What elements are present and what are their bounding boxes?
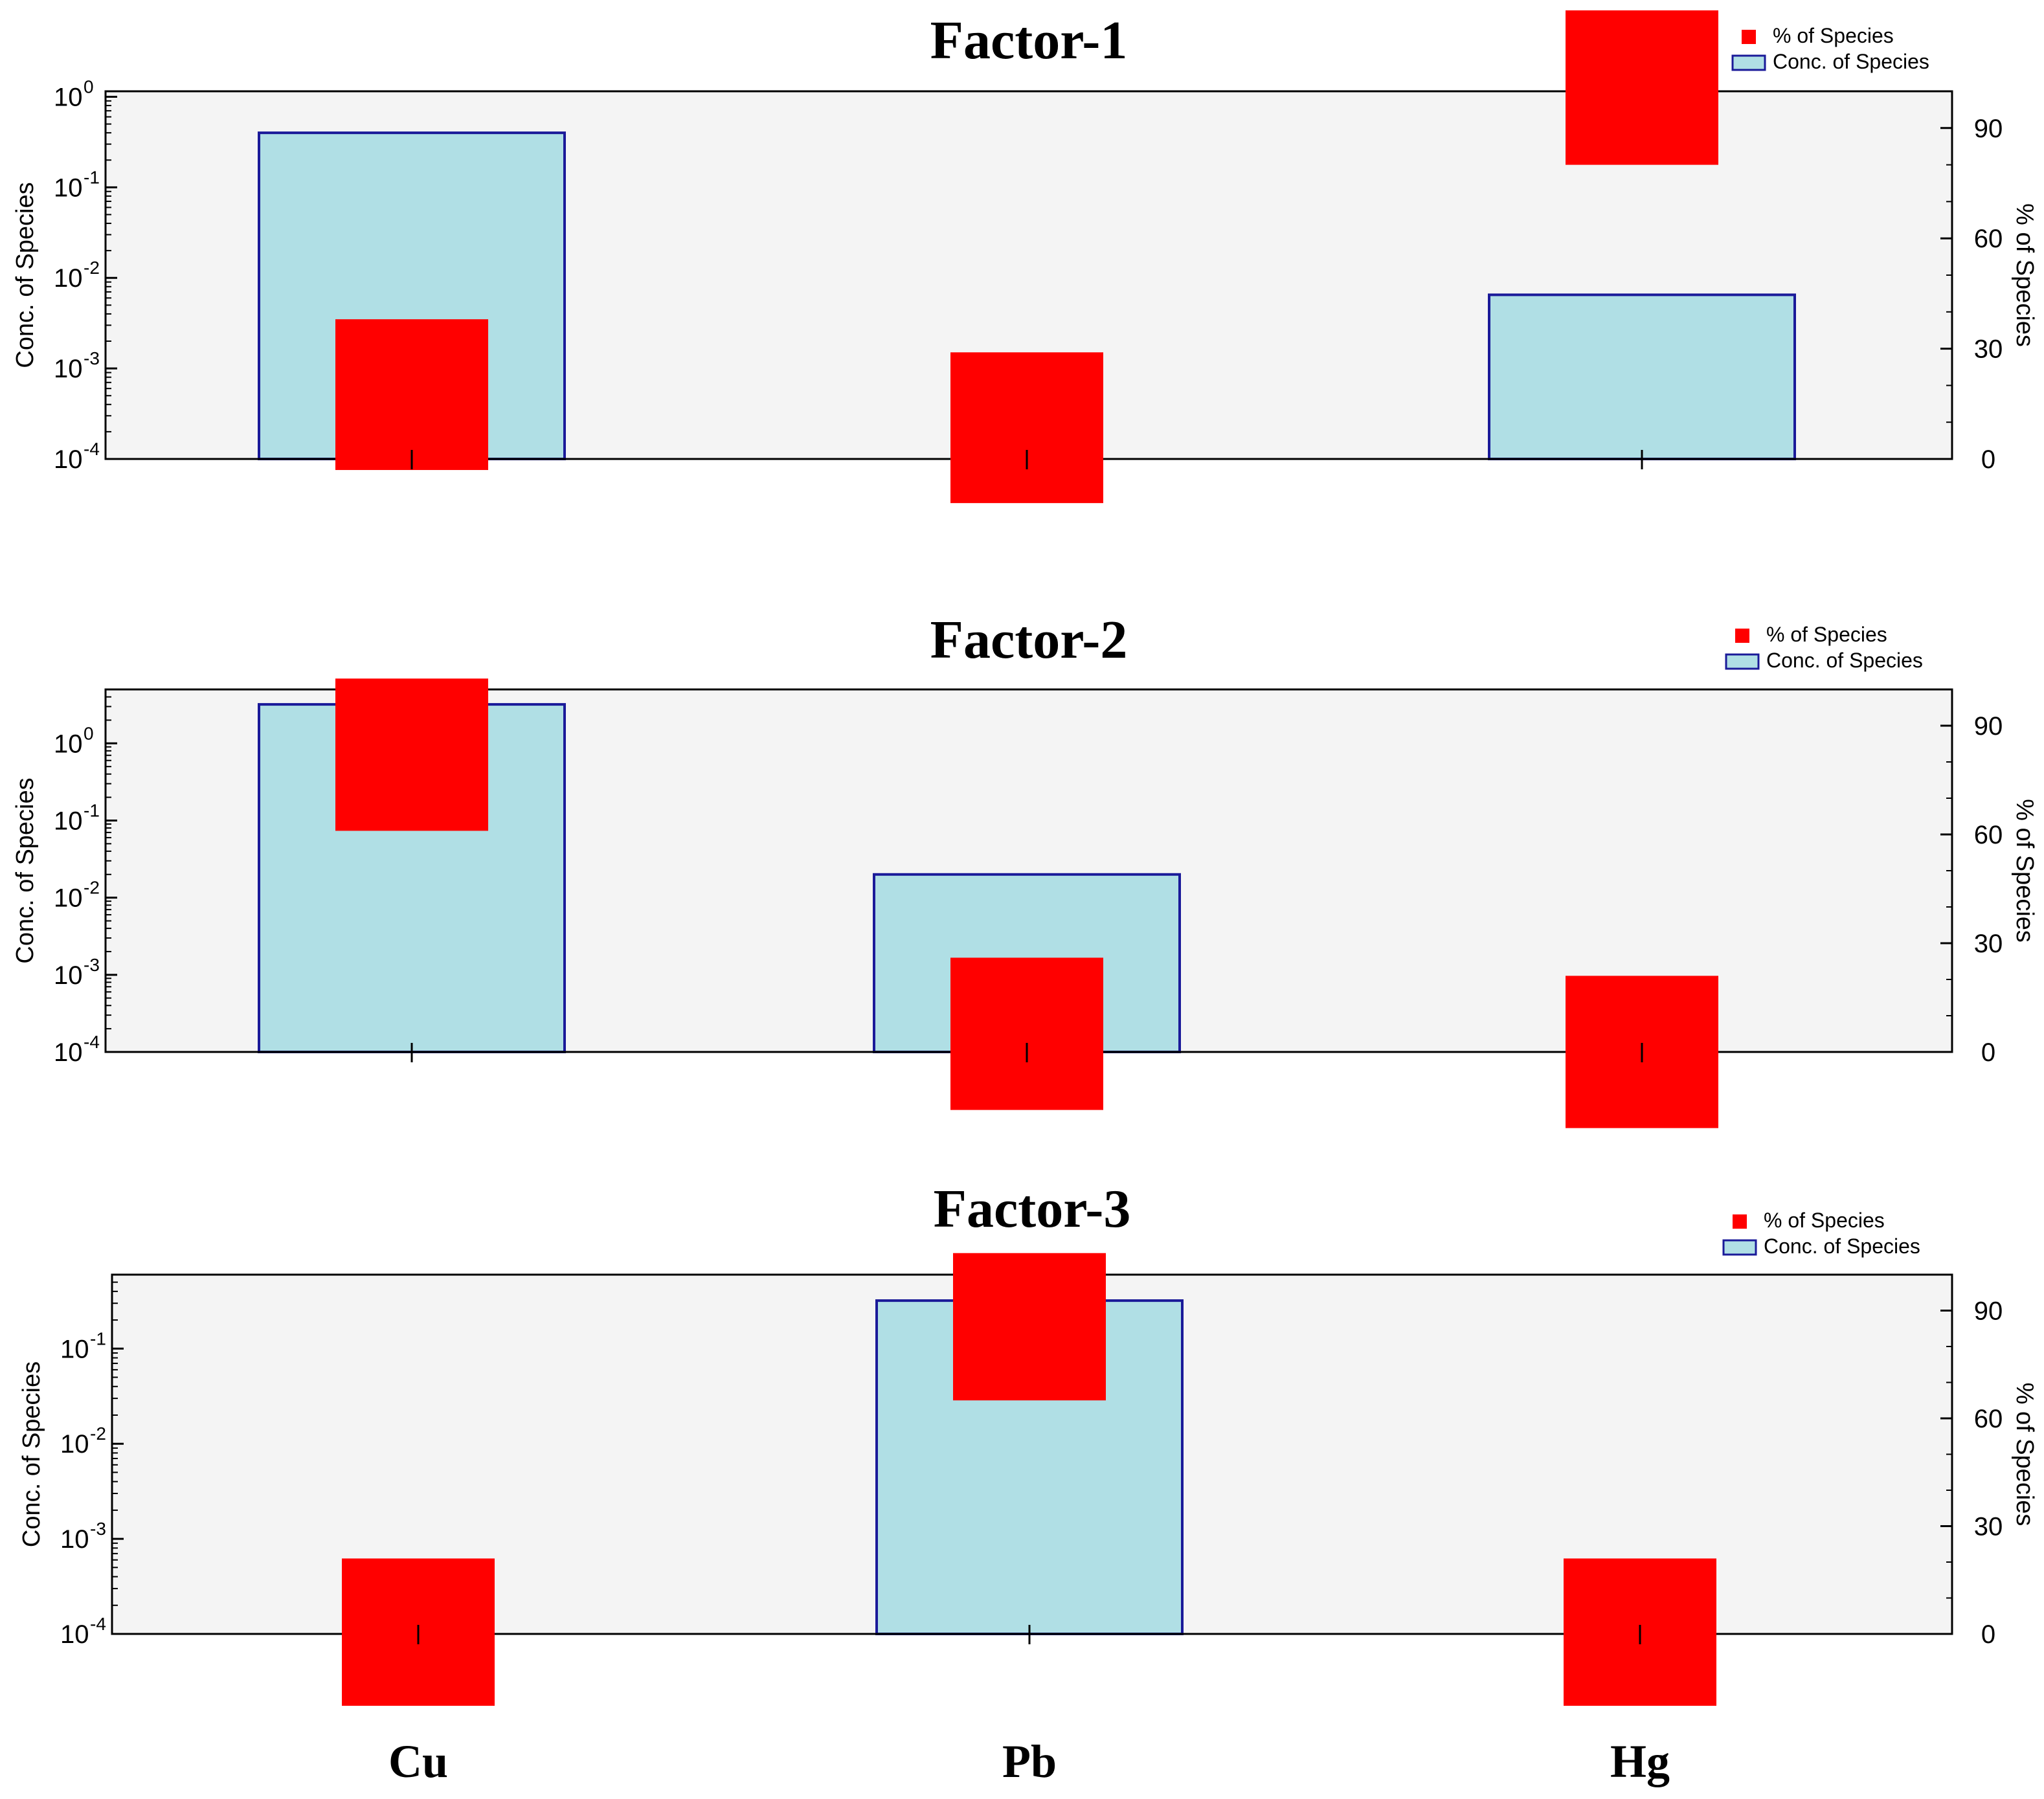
y-tick-exponent: 0 [84,723,94,743]
y-tick-label: 10 [54,173,83,202]
legend-swatch-conc [1731,54,1766,71]
y-tick-exponent: 0 [84,76,94,96]
y-axis-title: Conc. of Species [12,777,39,963]
y2-tick-label: 30 [1974,335,2003,364]
legend-swatch-conc [1725,653,1760,670]
y-tick-label: 10 [54,264,83,293]
y-tick-label: 10 [54,807,83,835]
pct-box-pb [950,352,1103,504]
legend-swatch-pct [1742,30,1756,44]
y-tick-label: 10 [60,1430,89,1458]
pct-box-pb [950,957,1103,1110]
y2-tick-label: 30 [1974,930,2003,958]
legend-label-conc: Conc. of Species [1764,1235,1920,1258]
y-tick-label: 10 [54,730,83,758]
y-tick-label: 10 [54,884,83,913]
y-tick-exponent: -2 [84,258,100,278]
y-tick-label: 10 [54,445,83,474]
legend-label-pct: % of Species [1764,1209,1885,1232]
y-tick-label: 10 [60,1620,89,1649]
y-tick-exponent: -4 [84,1032,100,1052]
y2-tick-label: 30 [1974,1513,2003,1541]
legend-label-conc: Conc. of Species [1773,50,1929,73]
chart-title: Factor-3 [934,1179,1131,1239]
y-tick-label: 10 [54,355,83,383]
legend-label-conc: Conc. of Species [1766,649,1923,672]
y2-tick-label: 90 [1974,712,2003,741]
category-label-pb: Pb [1002,1736,1057,1787]
legend-swatch-conc [1722,1239,1757,1256]
legend-swatch-pct [1733,1214,1747,1229]
chart-title: Factor-1 [930,10,1128,71]
y2-tick-label: 60 [1974,1405,2003,1433]
y2-tick-label: 0 [1981,1620,1995,1649]
legend-swatch-pct [1735,629,1749,643]
y2-tick-label: 90 [1974,115,2003,143]
pct-box-cu [335,678,488,831]
y-tick-exponent: -3 [84,348,100,368]
y-tick-label: 10 [54,83,83,111]
y2-axis-title: % of Species [2011,203,2038,347]
y-tick-label: 10 [54,961,83,990]
pct-box-cu [335,319,488,471]
y-tick-exponent: -1 [84,800,100,820]
pct-box-hg [1566,10,1718,165]
y2-tick-label: 90 [1974,1297,2003,1326]
chart-title: Factor-2 [930,610,1128,670]
y-tick-exponent: -2 [84,878,100,898]
y-tick-label: 10 [60,1525,89,1554]
legend-label-pct: % of Species [1773,24,1894,47]
y-tick-label: 10 [54,1038,83,1067]
y2-axis-title: % of Species [2011,1383,2038,1526]
y-tick-exponent: -3 [90,1519,106,1539]
y-tick-exponent: -1 [84,167,100,187]
y2-tick-label: 0 [1981,1038,1995,1067]
y2-axis-title: % of Species [2011,799,2038,943]
y2-tick-label: 0 [1981,445,1995,474]
y-tick-exponent: -1 [90,1328,106,1348]
y-tick-exponent: -3 [84,955,100,975]
y2-tick-label: 60 [1974,821,2003,849]
pct-box-pb [953,1253,1106,1401]
y-tick-exponent: -4 [84,439,100,459]
y-tick-exponent: -4 [90,1614,106,1634]
y-tick-label: 10 [60,1335,89,1363]
y2-tick-label: 60 [1974,225,2003,253]
category-label-hg: Hg [1610,1736,1670,1787]
y-axis-title: Conc. of Species [18,1361,45,1547]
category-label-cu: Cu [388,1736,448,1787]
y-tick-exponent: -2 [90,1424,106,1444]
legend-label-pct: % of Species [1766,623,1887,646]
conc-bar-hg [1488,293,1796,461]
y-axis-title: Conc. of Species [12,182,39,368]
